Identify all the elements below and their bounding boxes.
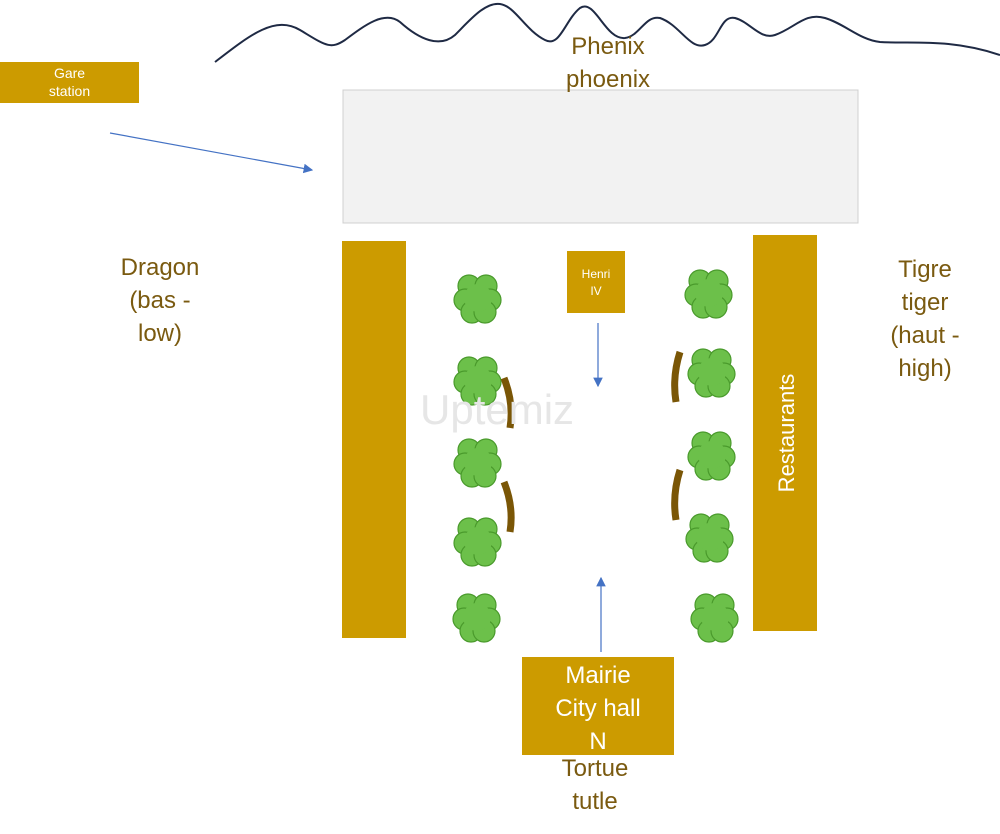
mairie-label: Mairie City hall N [555, 662, 641, 755]
arrow-icon [109, 132, 314, 174]
tree-icon [453, 517, 502, 567]
mountain-line [214, 2, 1000, 63]
tree-icon [687, 348, 736, 398]
tree-icon [685, 513, 734, 563]
restaurants-label: Restaurants [774, 374, 799, 493]
tree-icon [684, 269, 733, 319]
mairie-box [522, 657, 674, 755]
bench-icon [671, 468, 684, 521]
henri-label: Henri IV [581, 267, 611, 298]
gare-label: Gare station [48, 65, 91, 99]
tigre-label: Tigre tiger (haut - high) [890, 256, 960, 382]
tree-icon [687, 431, 736, 481]
tortue-label: Tortue tutle [561, 755, 629, 815]
bench-icon [500, 480, 515, 533]
tree-icon [453, 356, 502, 406]
plaza [342, 89, 859, 224]
bench-icon [500, 376, 515, 429]
tree-icon [452, 593, 501, 643]
tree-icon [453, 274, 502, 324]
dragon-label: Dragon (bas - low) [120, 254, 200, 347]
tree-icon [690, 593, 739, 643]
gare-box [0, 62, 139, 103]
bench-icon [671, 350, 684, 403]
henri-box [567, 251, 625, 313]
phenix-label: Phenix phoenix [565, 33, 651, 93]
dragon-building [342, 241, 406, 638]
restaurants-building [753, 235, 817, 631]
trees [452, 269, 739, 643]
tree-icon [453, 438, 502, 488]
